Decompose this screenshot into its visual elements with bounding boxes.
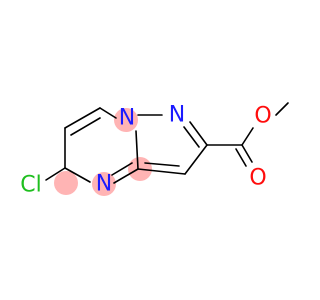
bond-c6-c7 [64,107,101,129]
bond-n1-c2-double [183,126,200,148]
bond-carbonyl-o [241,144,253,163]
ester-oxygen-label: O [254,104,271,129]
bond-n4-c3a-double [111,162,133,176]
bond-oester-methyl [275,102,289,116]
bond-carbonyl-oester [241,127,254,146]
carbonyl-oxygen-label: O [249,166,266,191]
bond-c3-c3a-double [144,162,180,167]
bond-c5-cl [45,167,66,181]
bond-n4-c3a [113,168,139,184]
highlight-c5 [54,171,78,195]
bridgehead-nitrogen-label: N [119,106,135,131]
structure-canvas: Cl N N N O O [20,102,289,198]
bond-c3-c3a [137,168,186,175]
highlight-n8 [114,108,138,132]
molecule-structure: Cl N N N O O [20,102,289,198]
atom-label-layer: Cl N N N O O [20,103,271,198]
bond-layer [45,102,289,184]
bond-c3a-n8 [135,130,139,170]
pyrimidine-nitrogen-label: N [96,172,112,197]
pyrazole-nitrogen-label: N [169,103,185,128]
bond-c5-n4 [64,167,91,183]
highlight-n4 [92,172,116,196]
bond-n1-c2 [189,121,208,146]
bond-c7-n8 [99,107,117,119]
chlorine-atom-label: Cl [20,173,41,198]
bond-c6-c7-double [70,117,101,136]
bond-c2-c3 [184,144,208,175]
bond-carbonyl-o-double [235,148,247,167]
